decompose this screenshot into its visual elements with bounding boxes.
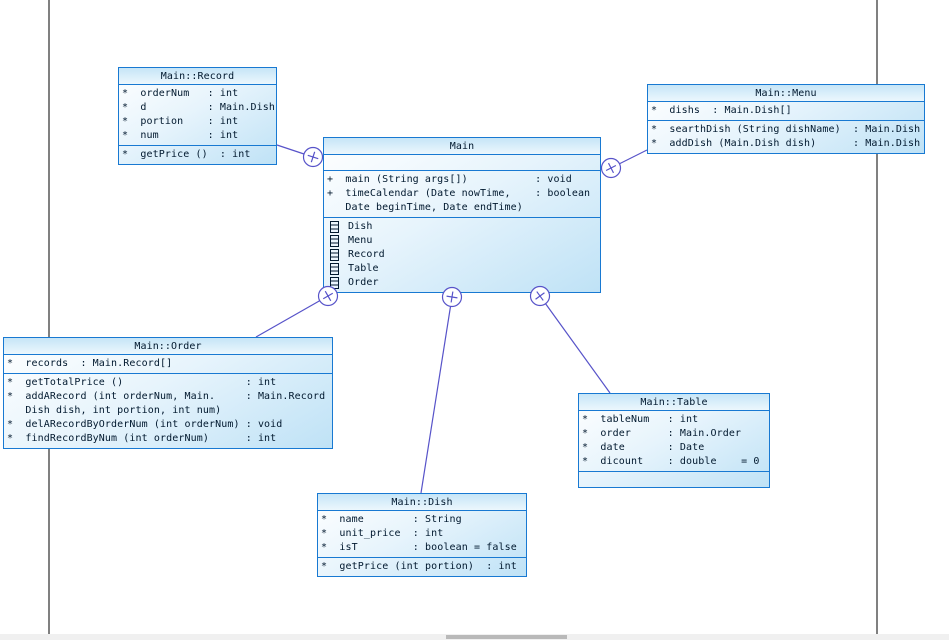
nested-class-row[interactable]: Order [327, 276, 599, 290]
class-operations-section: * getPrice (int portion) : int [318, 557, 526, 576]
class-operations-row: * getTotalPrice () : int [7, 377, 277, 388]
class-box-dish[interactable]: Main::Dish * name : String* unit_price :… [317, 493, 527, 577]
horizontal-scrollbar-thumb[interactable] [446, 635, 567, 639]
class-operations-section: * getPrice () : int [119, 145, 276, 164]
class-attributes-row: * tableNum : int [582, 414, 699, 425]
class-attributes-row: * order : Main.Order [582, 428, 742, 439]
class-attributes-row: * date : Date [582, 442, 705, 453]
nested-class-icon [330, 277, 339, 289]
nested-class-icon [330, 235, 339, 247]
class-operations-row: Date beginTime, Date endTime) [327, 202, 523, 213]
class-attributes-row: * isT : boolean = false [321, 542, 517, 553]
class-operations-section [579, 471, 769, 487]
class-operations-row: * getPrice (int portion) : int [321, 561, 517, 572]
class-attributes-section: * orderNum : int * d : Main.Dish * portion… [119, 85, 276, 145]
nested-class-label: Menu [348, 235, 373, 246]
class-attributes-row: * records : Main.Record[] [7, 358, 173, 369]
class-attributes-section [324, 155, 600, 170]
class-operations-row: + timeCalendar (Date nowTime, : boolean [327, 188, 591, 199]
class-operations-row: * findRecordByNum (int orderNum) : int [7, 433, 277, 444]
class-attributes-row: * d : Main.Dish [122, 102, 275, 113]
nested-class-icon [330, 249, 339, 261]
class-operations-row: * addDish (Main.Dish dish) : Main.Dish [651, 138, 921, 149]
class-attributes-row: * dishs : Main.Dish[] [651, 105, 792, 116]
class-operations-section: + main (String args[]) : void + timeCalen… [324, 170, 600, 217]
class-operations-section: * getTotalPrice () : int * addARecord (in… [4, 373, 332, 448]
nested-class-icon [330, 263, 339, 275]
class-title: Main [324, 138, 600, 155]
class-operations-row: * delARecordByOrderNum (int orderNum) : … [7, 419, 283, 430]
nested-class-row[interactable]: Menu [327, 234, 599, 248]
nested-class-row[interactable]: Dish [327, 220, 599, 234]
class-title: Main::Order [4, 338, 332, 355]
nested-class-row[interactable]: Record [327, 248, 599, 262]
class-box-menu[interactable]: Main::Menu * dishs : Main.Dish[]* searth… [647, 84, 925, 154]
class-title: Main::Table [579, 394, 769, 411]
class-title: Main::Dish [318, 494, 526, 511]
class-operations-row: Dish dish, int portion, int num) [7, 405, 222, 416]
class-attributes-row: * num : int [122, 130, 239, 141]
nested-class-icon [330, 221, 339, 233]
nested-class-label: Dish [348, 221, 373, 232]
class-operations-section: * searthDish (String dishName) : Main.Di… [648, 120, 924, 153]
class-attributes-section: * records : Main.Record[] [4, 355, 332, 373]
nested-class-label: Table [348, 263, 379, 274]
horizontal-scrollbar-track[interactable] [0, 634, 949, 640]
class-attributes-row: * portion : int [122, 116, 239, 127]
class-title: Main::Record [119, 68, 276, 85]
class-attributes-row: * orderNum : int [122, 88, 239, 99]
class-attributes-row: * unit_price : int [321, 528, 444, 539]
nested-class-label: Order [348, 277, 379, 288]
class-operations-row: * searthDish (String dishName) : Main.Di… [651, 124, 921, 135]
class-operations-row: * addARecord (int orderNum, Main. : Main… [7, 391, 326, 402]
class-attributes-section: * dishs : Main.Dish[] [648, 102, 924, 120]
nested-class-row[interactable]: Table [327, 262, 599, 276]
class-box-record[interactable]: Main::Record * orderNum : int* d : Main.… [118, 67, 277, 165]
class-attributes-section: * name : String * unit_price : int * isT :… [318, 511, 526, 557]
class-attributes-section: * tableNum : int * order : Main.Order * da… [579, 411, 769, 471]
class-title: Main::Menu [648, 85, 924, 102]
class-box-main[interactable]: Main + main (String args[]) : void + time… [323, 137, 601, 293]
class-box-order[interactable]: Main::Order * records : Main.Record[]* g… [3, 337, 333, 449]
class-attributes-row: * dicount : double = 0 [582, 456, 760, 467]
class-operations-row: * getPrice () : int [122, 149, 251, 160]
class-operations-row: + main (String args[]) : void [327, 174, 572, 185]
class-attributes-row: * name : String [321, 514, 462, 525]
nested-class-label: Record [348, 249, 385, 260]
class-box-table[interactable]: Main::Table * tableNum : int* order : Ma… [578, 393, 770, 488]
